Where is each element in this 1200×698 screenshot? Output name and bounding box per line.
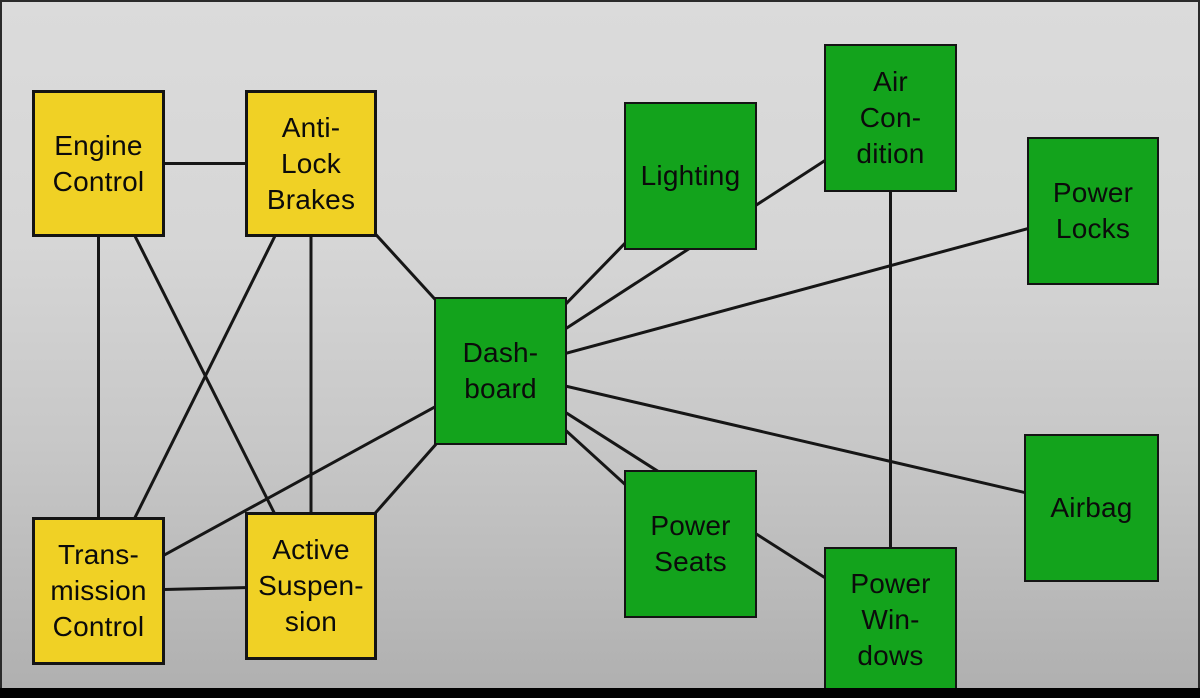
node-label-line: Seats xyxy=(654,546,727,577)
node-lighting: Lighting xyxy=(624,102,757,250)
node-label-line: Locks xyxy=(1055,213,1131,244)
letterbox-bar xyxy=(0,688,1200,698)
node-label-line: dows xyxy=(857,639,924,671)
node-label-line: Power xyxy=(650,510,731,541)
edge-dashboard--transmission-control xyxy=(97,369,502,593)
node-label-line: sion xyxy=(284,606,338,637)
edge-dashboard--power-locks xyxy=(500,209,1094,373)
node-label-line: Lighting xyxy=(640,160,741,191)
node-label-line: Suspen- xyxy=(258,570,364,601)
node-label-line: Brakes xyxy=(266,183,356,215)
node-label-line: Power xyxy=(1052,177,1134,208)
node-label-line: Active xyxy=(272,534,350,565)
node-label-line: Lock xyxy=(281,147,341,179)
node-label-line: mission xyxy=(50,575,147,606)
edge-layer xyxy=(97,116,1094,621)
node-label-line: Air xyxy=(873,66,908,97)
node-label-line: Win- xyxy=(861,603,920,635)
node-label-line: Power xyxy=(850,567,931,599)
node-label-line: Engine xyxy=(54,129,143,161)
node-label-line: dition xyxy=(856,138,925,169)
node-label-line: Trans- xyxy=(57,539,140,570)
node-label-line: Airbag xyxy=(1050,492,1133,523)
edge-dashboard--airbag xyxy=(500,369,1092,510)
node-dashboard: Dash-board xyxy=(434,297,567,445)
node-label-line: Con- xyxy=(859,102,922,133)
node-label-line: board xyxy=(464,373,537,404)
node-label-line: Control xyxy=(52,165,145,197)
node-airbag: Airbag xyxy=(1024,434,1159,582)
node-label-line: Dash- xyxy=(462,337,539,368)
node-label-line: Control xyxy=(52,611,145,642)
node-label-line: Anti- xyxy=(281,111,341,143)
